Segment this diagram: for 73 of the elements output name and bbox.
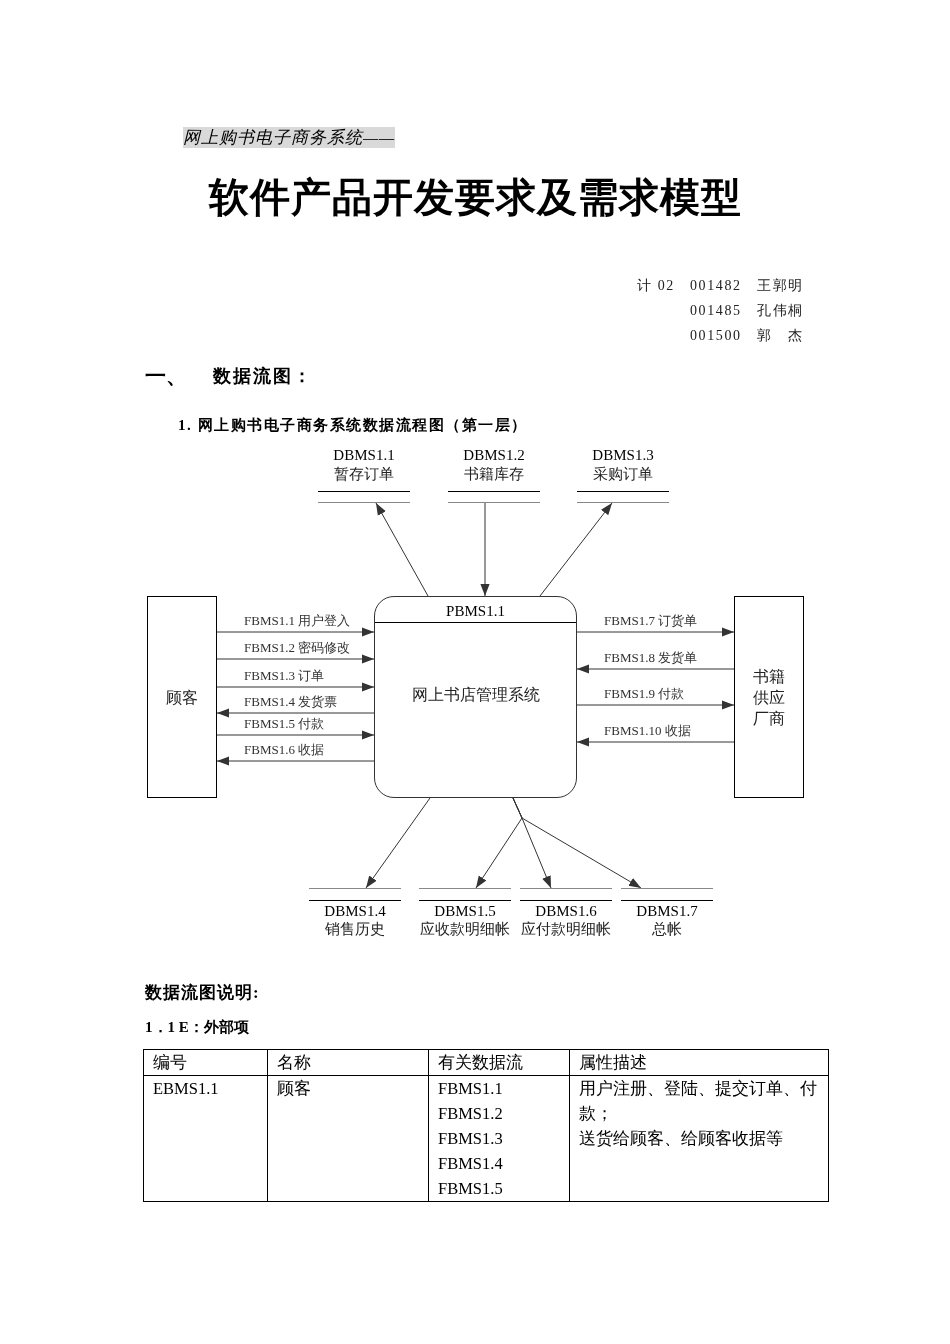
subsection-heading: 1．1 E：外部项: [145, 1018, 249, 1037]
edge-label: FBMS1.5 付款: [244, 716, 325, 732]
student-id: 001482: [690, 277, 742, 295]
data-flow-id: FBMS1.1: [438, 1076, 503, 1101]
store-id: DBMS1.4: [324, 902, 386, 920]
store-name: 书籍库存: [464, 465, 524, 484]
arrow: [216, 682, 375, 692]
store-name: 应收款明细帐: [420, 920, 510, 938]
edge-label: FBMS1.6 收据: [244, 742, 325, 758]
arrow: [576, 664, 735, 674]
document-title: 软件产品开发要求及需求模型: [208, 173, 742, 221]
subtitle-text: 网上购书电子商务系统——: [183, 127, 396, 148]
entity-label: 书籍供应厂商: [753, 666, 785, 729]
student-id: 001500: [690, 327, 742, 345]
column-header: 有关数据流: [438, 1050, 523, 1075]
section-number: 一、: [145, 363, 187, 389]
section-heading: 数据流图说明:: [145, 982, 260, 1004]
arrow: [480, 502, 490, 597]
edge-label: FBMS1.2 密码修改: [244, 640, 351, 656]
store-name: 暂存订单: [334, 465, 394, 484]
arrow: [512, 797, 642, 889]
author-name: 孔伟桐: [757, 302, 804, 320]
store-id: DBMS1.1: [333, 446, 395, 465]
column-header: 名称: [277, 1050, 311, 1075]
section-heading: 数据流图：: [213, 365, 313, 388]
author-name: 郭 杰: [757, 327, 804, 345]
store-id: DBMS1.6: [535, 902, 597, 920]
data-flow-id: FBMS1.3: [438, 1126, 503, 1151]
edge-label: FBMS1.8 发货单: [604, 650, 698, 666]
column-header: 编号: [153, 1050, 187, 1075]
description-text: 送货给顾客、给顾客收据等: [579, 1126, 783, 1151]
arrow: [576, 700, 735, 710]
author-name: 王郭明: [757, 277, 804, 295]
edge-label: FBMS1.3 订单: [244, 668, 325, 684]
student-id: 001485: [690, 302, 742, 320]
edge-label: FBMS1.10 收据: [604, 723, 691, 739]
arrow: [216, 654, 375, 664]
entity-id: EBMS1.1: [153, 1076, 219, 1101]
column-header: 属性描述: [579, 1050, 647, 1075]
store-name: 销售历史: [325, 920, 385, 938]
store-name: 总帐: [652, 920, 682, 938]
arrow: [216, 627, 375, 637]
external-entity-box: [734, 596, 804, 798]
arrow: [576, 627, 735, 637]
edge-label: FBMS1.4 发货票: [244, 694, 338, 710]
arrow: [216, 708, 375, 718]
data-flow-id: FBMS1.5: [438, 1176, 503, 1201]
external-entity-box: [147, 596, 217, 798]
arrow: [216, 730, 375, 740]
store-id: DBMS1.5: [434, 902, 496, 920]
data-flow-id: FBMS1.4: [438, 1151, 503, 1176]
subsection-heading: 1. 网上购书电子商务系统数据流程图（第一层）: [178, 416, 528, 435]
arrow: [365, 797, 431, 889]
store-id: DBMS1.3: [592, 446, 654, 465]
arrow: [576, 737, 735, 747]
arrow: [375, 502, 429, 597]
store-name: 采购订单: [593, 465, 653, 484]
edge-label: FBMS1.9 付款: [604, 686, 685, 702]
process-box: [374, 596, 577, 798]
arrow: [539, 502, 613, 597]
store-name: 应付款明细帐: [521, 920, 611, 938]
data-flow-id: FBMS1.2: [438, 1101, 503, 1126]
store-id: DBMS1.2: [463, 446, 525, 465]
entity-label: 顾客: [166, 687, 198, 708]
class-label: 计 02: [637, 277, 675, 295]
store-id: DBMS1.7: [636, 902, 698, 920]
process-label: 网上书店管理系统: [411, 685, 540, 705]
edge-label: FBMS1.7 订货单: [604, 613, 698, 629]
arrow: [216, 756, 375, 766]
edge-label: FBMS1.1 用户登入: [244, 613, 351, 629]
process-id: PBMS1.1: [446, 603, 505, 620]
entity-name: 顾客: [277, 1076, 311, 1101]
description-text: 用户注册、登陆、提交订单、付款；: [579, 1076, 819, 1126]
